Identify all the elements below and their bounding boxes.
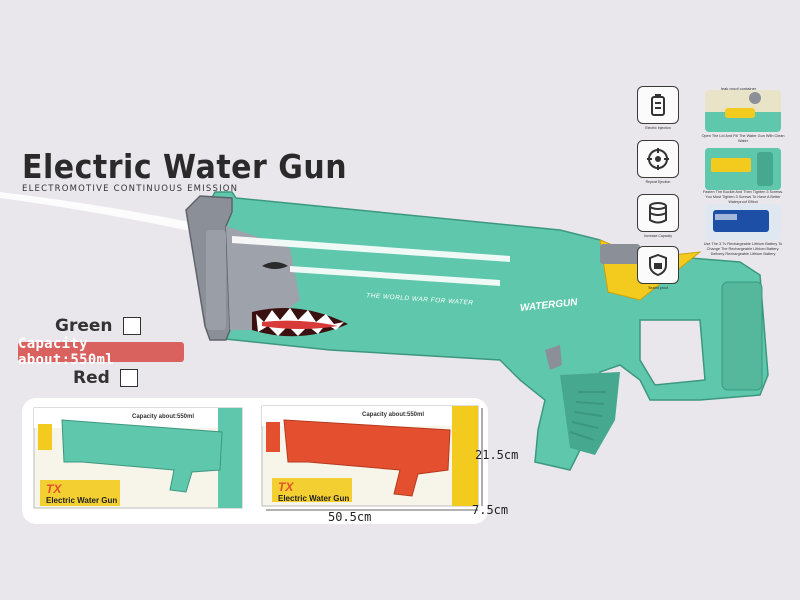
body-stripe [232, 236, 510, 262]
page-title: Electric Water Gun [22, 148, 348, 187]
feature-icon-label: Electric Injection [645, 126, 671, 130]
red-box-logo: TX [278, 480, 294, 494]
capacity-badge: Capacity about:550ml [18, 336, 184, 368]
stock-cutout [639, 319, 706, 386]
feature-photo-screw [705, 148, 781, 190]
feature-photo-battery [705, 204, 781, 240]
page-subtitle: ELECTROMOTIVE CONTINUOUS EMISSION [22, 184, 239, 194]
red-box-logo-area [272, 478, 352, 502]
feature-icon-label: Sealed proof [648, 286, 668, 290]
shark-jaw [226, 226, 300, 330]
package-card: Capacity about:550ml TX Electric Water G… [22, 398, 488, 524]
shark-tongue [262, 320, 338, 329]
target-icon [637, 140, 679, 178]
feature-photo-text: Use The 3.7v Rechargeable Lithium Batter… [703, 242, 783, 256]
shark-eye [262, 262, 288, 269]
green-box-logo-area [40, 480, 120, 506]
dimension-depth: 7.5cm [472, 503, 509, 517]
water-spray [0, 192, 200, 232]
dimension-width: 50.5cm [328, 510, 372, 524]
color-label-green: Green [55, 316, 113, 336]
tank-icon [637, 194, 679, 232]
red-box-title: Electric Water Gun [278, 494, 350, 503]
battery-icon [637, 86, 679, 124]
green-box-panel [38, 424, 52, 450]
rear-battery-plate [721, 281, 763, 391]
grip-ridges [569, 391, 606, 441]
red-box-side [452, 406, 478, 506]
color-label-red: Red [73, 368, 110, 388]
color-option-red[interactable]: Red [73, 368, 138, 388]
package-illustration [33, 405, 483, 511]
feature-photo-fill [705, 90, 781, 132]
feature-photo-text: Fasten The Buckle And Then Tighten 3 Scr… [702, 190, 784, 204]
nozzle-plate [206, 230, 226, 330]
red-box-capacity: Capacity about:550ml [362, 412, 425, 418]
red-box-top [262, 406, 478, 426]
feature-icon-label: Repeat Ejection [645, 180, 671, 184]
dimension-height: 21.5cm [475, 448, 519, 462]
feature-photo-text: Open The Lid And Fill The Water Gun With… [701, 134, 785, 143]
red-box-panel [266, 422, 280, 452]
green-box-logo: TX [46, 482, 62, 496]
red-checkbox[interactable] [119, 369, 138, 387]
color-option-green[interactable]: Green [55, 316, 141, 336]
water-spray-streak [0, 193, 121, 215]
green-box-side [218, 408, 242, 508]
green-checkbox[interactable] [122, 317, 141, 335]
trigger [545, 345, 562, 370]
red-box-gun [283, 419, 451, 497]
green-box-gun [61, 419, 223, 493]
body-stripe [290, 266, 500, 286]
feature-icon-label: Increase Capacity [643, 234, 672, 238]
shield-icon [637, 246, 679, 284]
grey-top-latch [600, 244, 640, 264]
green-box-title: Electric Water Gun [46, 496, 118, 505]
green-box-capacity: Capacity about:550ml [132, 414, 195, 420]
tank-label: leak proof container [721, 86, 757, 91]
